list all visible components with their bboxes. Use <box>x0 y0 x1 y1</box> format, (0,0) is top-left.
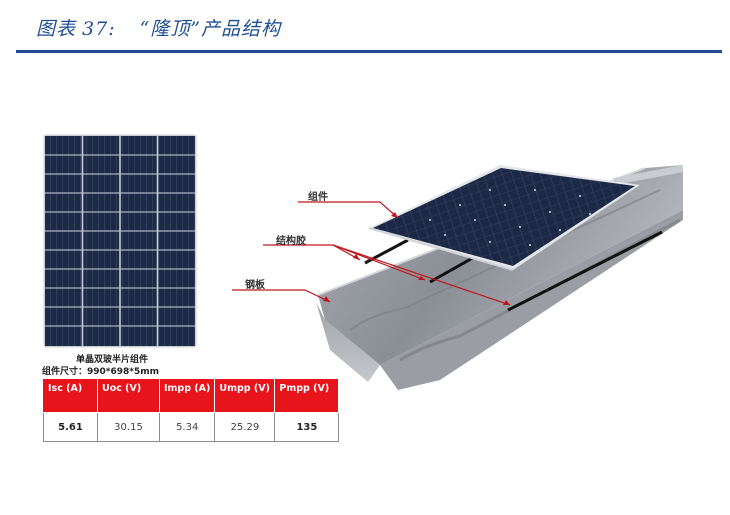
roof-structure-diagram: 组件 结构胶 钢板 <box>230 150 700 390</box>
col-uoc: Uoc (V) <box>97 378 160 413</box>
solar-module-image <box>44 135 196 347</box>
pmpp-value: 135 <box>274 412 340 442</box>
label-adhesive: 结构胶 <box>276 236 306 247</box>
title-divider <box>16 50 722 53</box>
roof-structure-illustration <box>232 165 683 390</box>
label-steel-plate: 钢板 <box>245 280 265 291</box>
umpp-value: 25.29 <box>214 412 276 442</box>
isc-value: 5.61 <box>43 412 98 442</box>
figure-label: 图表 <box>36 18 77 40</box>
col-isc: Isc (A) <box>43 378 98 413</box>
col-pmpp: Pmpp (V) <box>274 378 340 413</box>
label-module: 组件 <box>308 192 328 203</box>
figure-name: “隆顶”产品结构 <box>139 18 282 40</box>
table-row: 5.61 30.15 5.34 25.29 135 <box>43 412 340 442</box>
module-name: 单晶双玻半片组件 <box>76 355 149 365</box>
solar-cell-grid-icon <box>45 136 195 346</box>
spec-header-row: Isc (A) Uoc (V) Impp (A) Umpp (V) Pmpp (… <box>43 378 340 413</box>
uoc-value: 30.15 <box>97 412 160 442</box>
spec-table: Isc (A) Uoc (V) Impp (A) Umpp (V) Pmpp (… <box>43 378 340 442</box>
module-size: 组件尺寸：990*698*5mm <box>42 367 160 377</box>
col-umpp: Umpp (V) <box>214 378 276 413</box>
impp-value: 5.34 <box>158 412 216 442</box>
figure-number: 37: <box>82 18 116 40</box>
col-impp: Impp (A) <box>158 378 216 413</box>
